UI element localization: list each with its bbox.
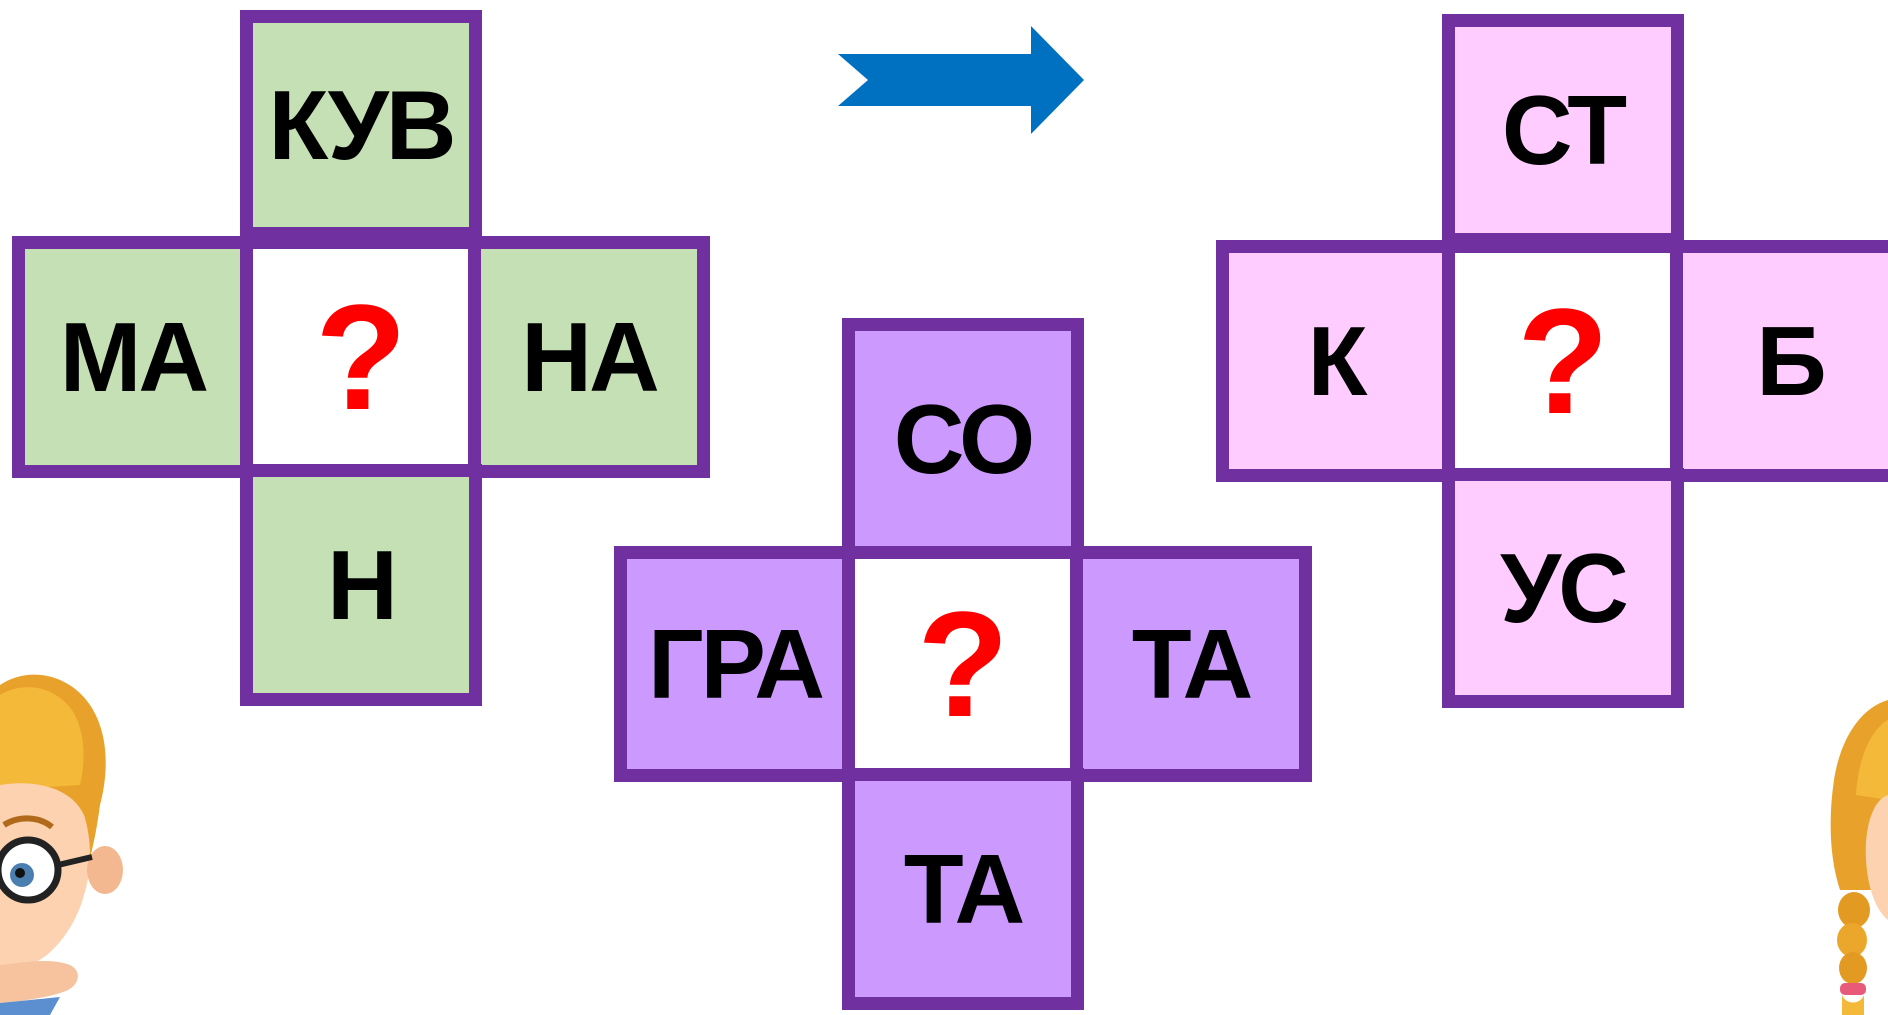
puzzle-2-bottom-text: ТА xyxy=(903,834,1025,944)
puzzle-3-right-cell: Б xyxy=(1670,240,1888,482)
puzzle-1-top-text: КУВ xyxy=(268,70,457,180)
puzzle-3-left-cell: К xyxy=(1216,240,1456,482)
puzzle-3-top-text: СТ xyxy=(1501,75,1627,185)
puzzle-2-right-text: ТА xyxy=(1131,609,1253,719)
puzzle-3-top-cell: СТ xyxy=(1442,14,1684,246)
puzzle-2-right-cell: ТА xyxy=(1070,546,1312,782)
puzzle-1-bottom-text: Н xyxy=(327,530,398,640)
puzzle-3-question-mark: ? xyxy=(1517,277,1609,445)
puzzle-3-left-text: К xyxy=(1307,306,1368,416)
puzzle-2-top-cell: СО xyxy=(842,318,1084,560)
girl-with-braid-icon xyxy=(1830,700,1888,1015)
puzzle-1-top-cell: КУВ xyxy=(240,10,482,240)
puzzle-3-bottom-text: УС xyxy=(1500,533,1629,643)
puzzle-2-left-cell: ГРА xyxy=(614,546,856,782)
puzzle-1-left-text: МА xyxy=(59,302,209,412)
puzzle-3-bottom-cell: УС xyxy=(1442,468,1684,708)
puzzle-1-right-cell: НА xyxy=(468,236,710,478)
puzzle-2-question-mark: ? xyxy=(917,580,1009,748)
puzzle-1-bottom-cell: Н xyxy=(240,464,482,706)
boy-with-glasses-icon xyxy=(0,674,123,1015)
puzzle-1-left-cell: МА xyxy=(12,236,254,478)
puzzle-2-top-text: СО xyxy=(893,384,1036,494)
puzzle-3-right-text: Б xyxy=(1756,306,1826,416)
puzzle-2-bottom-cell: ТА xyxy=(842,768,1084,1010)
puzzle-1-question-mark: ? xyxy=(315,273,407,441)
puzzle-1-center-cell: ? xyxy=(240,236,482,478)
arrow-right-icon xyxy=(838,26,1084,134)
puzzle-2-left-text: ГРА xyxy=(647,609,825,719)
puzzle-3-center-cell: ? xyxy=(1442,240,1684,482)
puzzle-2-center-cell: ? xyxy=(842,546,1084,782)
puzzle-1-right-text: НА xyxy=(521,302,660,412)
